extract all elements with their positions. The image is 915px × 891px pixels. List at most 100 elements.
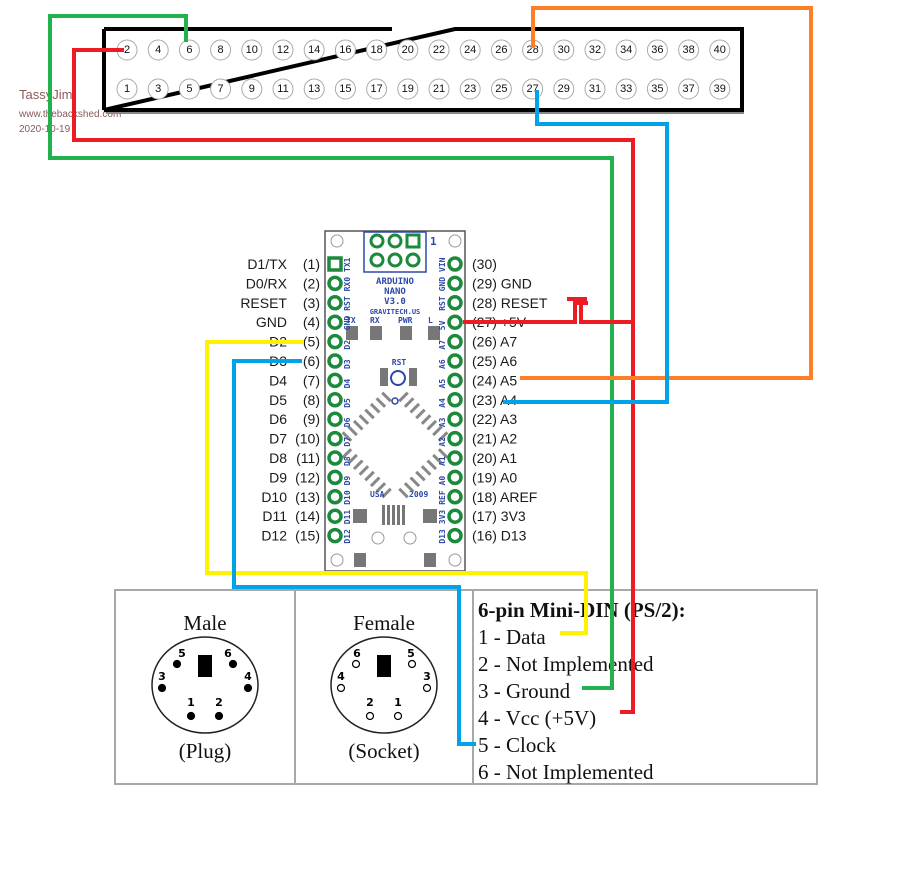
pin-silk-right: GND	[438, 277, 447, 292]
nano-pin-left	[327, 314, 343, 330]
board-maker: GRAVITECH.US	[370, 308, 421, 316]
nano-left-label: D5(8)	[269, 392, 320, 408]
nano-pin-left	[327, 450, 343, 466]
din-pin-6: 6	[351, 647, 361, 669]
nano-pin-right	[447, 372, 463, 389]
nano-pin-left	[327, 430, 343, 447]
header-pin-14: 14	[303, 39, 325, 61]
svg-text:(10): (10)	[295, 431, 320, 447]
pin-silk-right: A6	[438, 359, 447, 369]
din-pin-5: 5	[172, 647, 186, 669]
board-name: ARDUINO	[376, 277, 415, 287]
nano-right-label: (21) A2	[472, 431, 517, 447]
pin-silk-right: 5V	[438, 320, 447, 330]
pin-silk-left: D9	[343, 476, 352, 486]
svg-text:(16) D13: (16) D13	[472, 528, 527, 544]
svg-text:2: 2	[366, 696, 374, 709]
svg-text:(17) 3V3: (17) 3V3	[472, 508, 526, 524]
header-pin-12: 12	[272, 39, 294, 61]
svg-text:(23) A4: (23) A4	[472, 392, 517, 408]
header-pin-24: 24	[459, 39, 481, 61]
svg-text:21: 21	[433, 83, 445, 95]
pin-silk-left: RST	[343, 296, 352, 311]
led-label: RX	[370, 316, 380, 325]
reset-button[interactable]	[390, 370, 406, 386]
svg-text:12: 12	[277, 44, 289, 56]
pin-silk-right: A2	[438, 437, 447, 447]
din-pin-4: 4	[243, 670, 252, 693]
header-pin-27: 27	[522, 78, 544, 100]
nano-pin-right	[447, 508, 463, 524]
header-pin-22: 22	[428, 39, 450, 61]
header-pin-18: 18	[366, 39, 388, 61]
svg-text:D6: D6	[269, 411, 287, 427]
header-pin-19: 19	[397, 78, 419, 100]
nano-left-label: D10(13)	[261, 489, 320, 505]
svg-text:3: 3	[423, 670, 431, 683]
svg-text:(11): (11)	[296, 450, 320, 466]
nano-pin-left	[327, 295, 343, 311]
svg-text:D8: D8	[269, 450, 287, 466]
header-pin-40: 40	[709, 39, 731, 61]
female-caption: (Socket)	[348, 739, 420, 763]
header-pin-1: 1	[116, 78, 138, 100]
svg-text:16: 16	[339, 44, 351, 56]
header-pin-17: 17	[366, 78, 388, 100]
svg-text:26: 26	[495, 44, 507, 56]
pin-silk-right: D13	[438, 529, 447, 544]
svg-text:5: 5	[186, 83, 192, 95]
header-pin-16: 16	[334, 39, 356, 61]
nano-pin-right	[447, 450, 463, 466]
pin-silk-right: RST	[438, 296, 447, 311]
legend-pin-1: 1 - Data	[478, 625, 546, 649]
nano-right-label: (19) A0	[472, 469, 517, 485]
svg-text:29: 29	[558, 83, 570, 95]
header-pin-29: 29	[553, 78, 575, 100]
svg-text:6: 6	[186, 44, 192, 56]
nano-pin-left	[327, 353, 343, 369]
svg-text:1: 1	[394, 696, 402, 709]
nano-left-label: D9(12)	[269, 469, 320, 485]
nano-pin-left	[327, 392, 343, 408]
header-pin-35: 35	[646, 78, 668, 100]
svg-text:D11: D11	[262, 508, 287, 524]
svg-text:25: 25	[495, 83, 507, 95]
icsp-pin	[387, 233, 403, 249]
svg-text:D1/TX: D1/TX	[247, 256, 287, 272]
svg-text:22: 22	[433, 44, 445, 56]
svg-text:(18) AREF: (18) AREF	[472, 489, 537, 505]
svg-text:3: 3	[155, 83, 161, 95]
icsp-pin	[387, 252, 403, 268]
nano-pin-left	[327, 275, 343, 292]
header-pin-38: 38	[678, 39, 700, 61]
svg-text:(12): (12)	[295, 469, 320, 485]
pin-silk-left: D10	[343, 490, 352, 505]
header-pin-10: 10	[241, 39, 263, 61]
header-pin-5: 5	[178, 78, 200, 100]
male-caption: (Plug)	[178, 739, 232, 763]
svg-text:(8): (8)	[303, 392, 320, 408]
svg-text:5: 5	[407, 647, 415, 660]
nano-pin-right	[447, 527, 463, 544]
svg-text:(7): (7)	[303, 372, 320, 388]
svg-text:(29) GND: (29) GND	[472, 275, 532, 291]
nano-pin-left	[327, 489, 343, 505]
svg-text:(25) A6: (25) A6	[472, 353, 517, 369]
nano-pin-left	[327, 411, 343, 427]
svg-text:D10: D10	[261, 489, 287, 505]
svg-text:(20) A1: (20) A1	[472, 450, 517, 466]
board-country: USA	[370, 490, 385, 499]
nano-left-label: D1/TX(1)	[247, 256, 320, 272]
nano-pin-right	[447, 353, 463, 369]
header-pin-37: 37	[678, 78, 700, 100]
nano-pin-right	[447, 275, 463, 292]
svg-text:10: 10	[246, 44, 258, 56]
svg-text:5: 5	[178, 647, 186, 660]
svg-text:11: 11	[277, 83, 288, 95]
nano-pin-right	[447, 430, 463, 447]
svg-text:(21) A2: (21) A2	[472, 431, 517, 447]
